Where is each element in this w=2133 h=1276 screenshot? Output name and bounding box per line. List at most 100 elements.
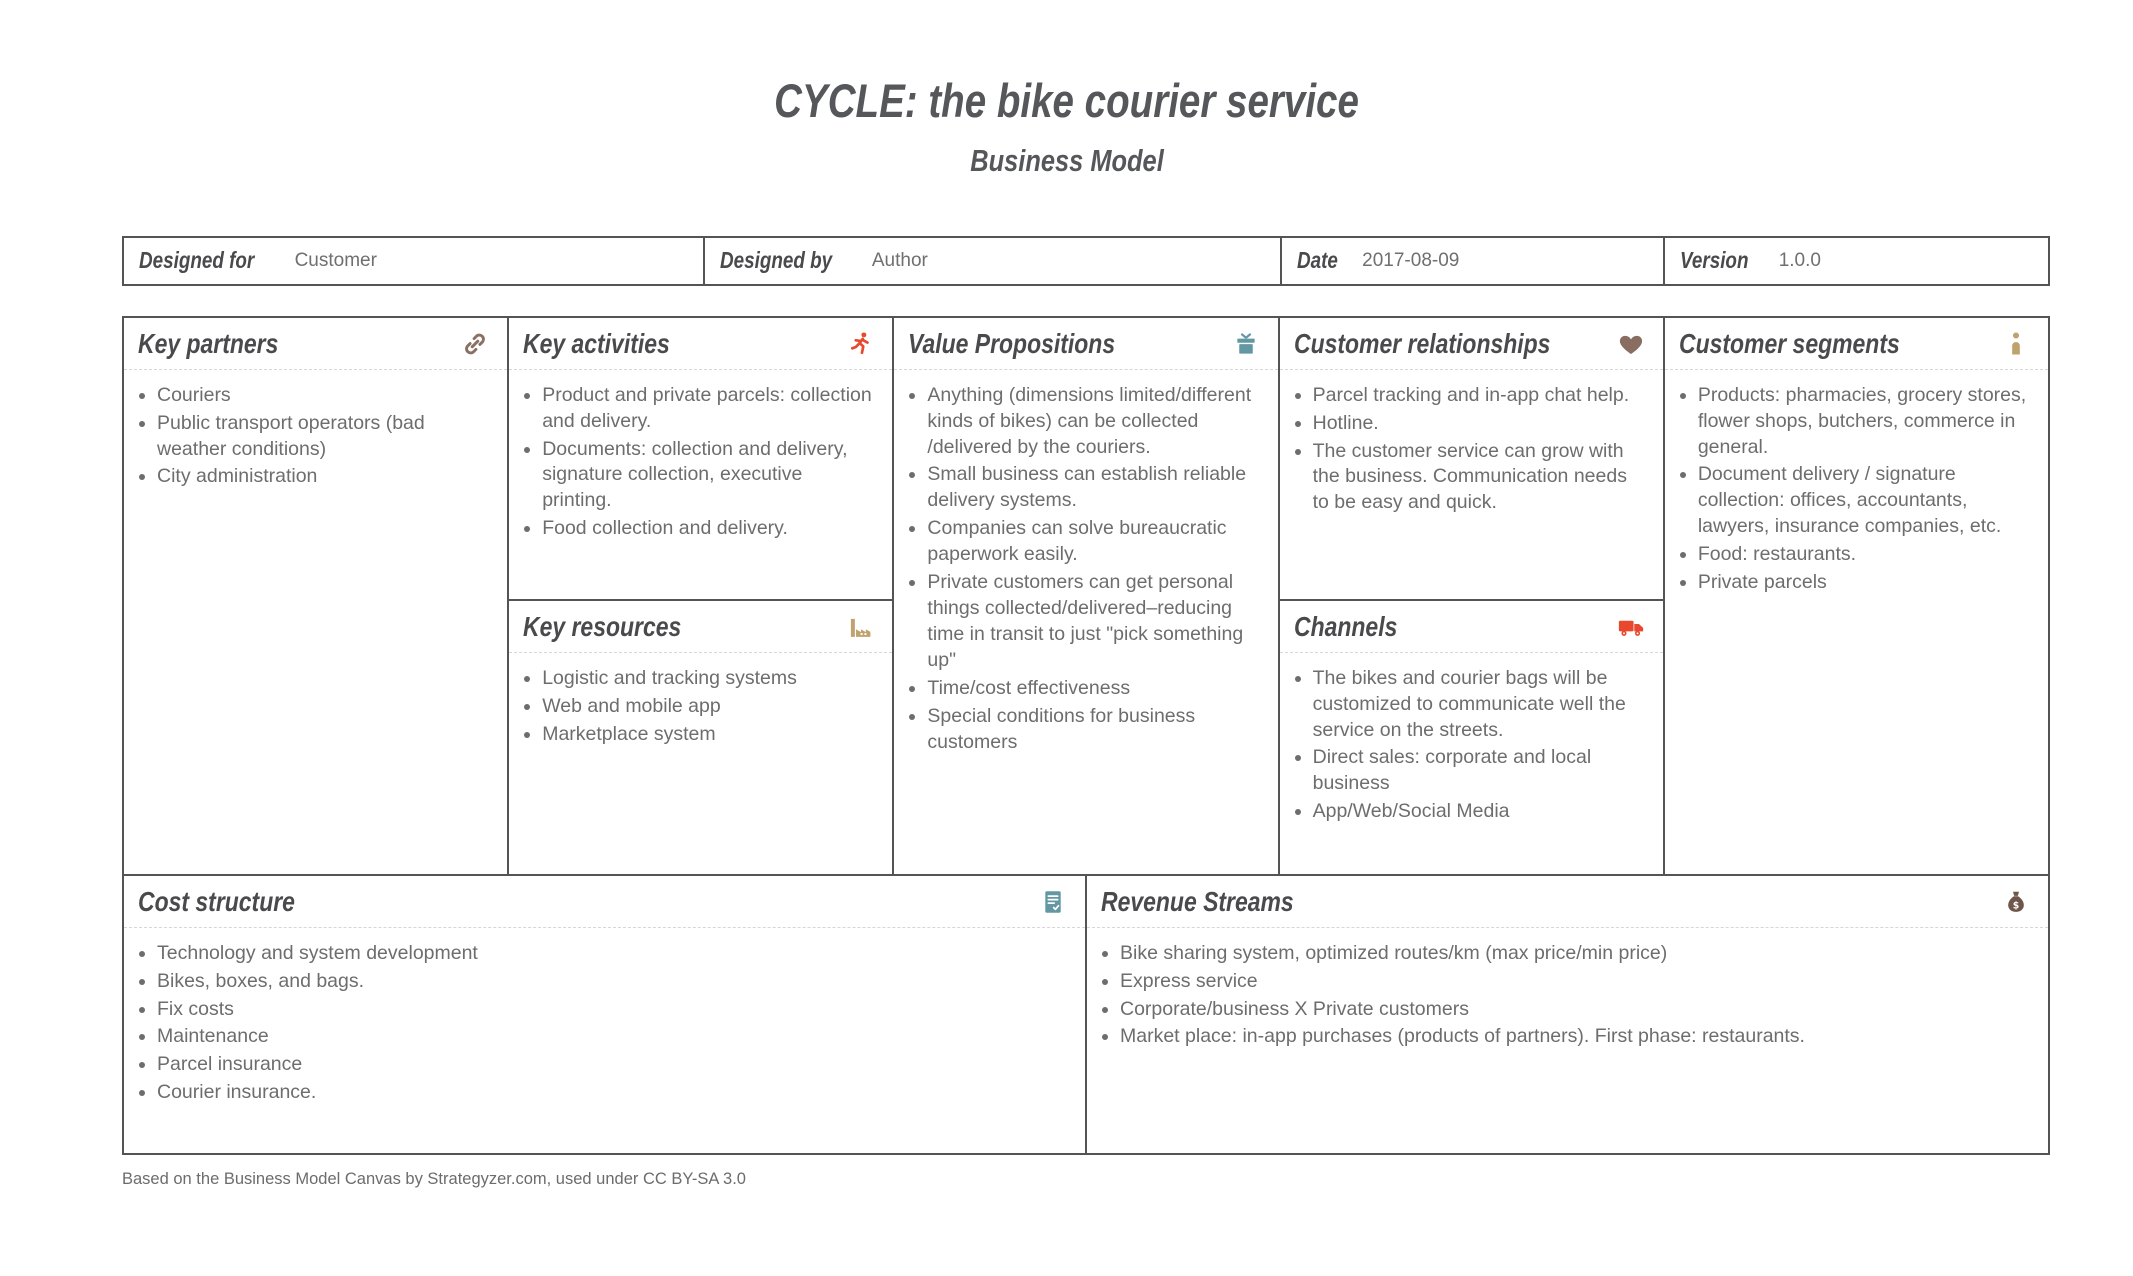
list-item: Parcel insurance	[157, 1052, 1069, 1078]
section-key-resources: Key resources Logistic and tracking syst…	[509, 601, 893, 874]
section-key-resources-header: Key resources	[509, 601, 893, 653]
section-customer-relationships-body: Parcel tracking and in-app chat help. Ho…	[1280, 370, 1663, 527]
list-item: Bikes, boxes, and bags.	[157, 969, 1069, 995]
section-title: Value Propositions	[908, 327, 1116, 359]
list-item: Marketplace system	[542, 722, 876, 748]
section-title: Key activities	[523, 327, 670, 359]
list-item: Couriers	[157, 383, 491, 409]
list-item: City administration	[157, 464, 491, 490]
list-item: Products: pharmacies, grocery stores, fl…	[1698, 383, 2032, 461]
page-subtitle: Business Model	[969, 143, 1164, 179]
section-title: Revenue Streams	[1101, 885, 1294, 917]
list-item: Maintenance	[157, 1024, 1069, 1050]
list-item: Private parcels	[1698, 570, 2032, 596]
list-item: Time/cost effectiveness	[927, 676, 1261, 702]
list-item: App/Web/Social Media	[1313, 799, 1647, 825]
list-item: Hotline.	[1313, 411, 1647, 437]
list-item: Market place: in-app purchases (products…	[1120, 1024, 2032, 1050]
section-title: Cost structure	[138, 885, 295, 917]
invoice-icon	[1039, 888, 1067, 916]
money-bag-icon: $	[2002, 888, 2030, 916]
business-model-canvas: Key partners Couriers Public transport o…	[122, 315, 2050, 1155]
list-item: Express service	[1120, 969, 2032, 995]
list-item: Food: restaurants.	[1698, 542, 2032, 568]
section-customer-relationships: Customer relationships Parcel tracking a…	[1279, 318, 1663, 601]
section-title: Key resources	[523, 610, 682, 642]
section-title: Customer relationships	[1293, 327, 1551, 359]
meta-date-value: 2017-08-09	[1362, 249, 1460, 271]
section-value-propositions-body: Anything (dimensions limited/different k…	[894, 370, 1277, 766]
column-relationships-channels: Customer relationships Parcel tracking a…	[1277, 317, 1663, 874]
section-key-activities-body: Product and private parcels: collection …	[509, 370, 892, 553]
meta-designed-by-label: Designed by	[720, 247, 833, 274]
svg-text:$: $	[2013, 901, 2020, 912]
list-item: Companies can solve bureaucratic paperwo…	[927, 516, 1261, 568]
section-revenue-streams-body: Bike sharing system, optimized routes/km…	[1087, 928, 2048, 1061]
section-key-activities: Key activities	[509, 318, 893, 601]
meta-date: Date 2017-08-09	[1280, 237, 1663, 284]
factory-icon	[846, 613, 874, 641]
section-title: Key partners	[138, 327, 279, 359]
list-item: Corporate/business X Private customers	[1120, 997, 2032, 1023]
list-item: Web and mobile app	[542, 694, 876, 720]
list-item: Documents: collection and delivery, sign…	[542, 437, 876, 515]
list-item: Food collection and delivery.	[542, 516, 876, 542]
section-key-resources-body: Logistic and tracking systems Web and mo…	[509, 653, 892, 758]
list-item: Public transport operators (bad weather …	[157, 411, 491, 463]
meta-version-label: Version	[1680, 247, 1749, 274]
attribution-text: Based on the Business Model Canvas by St…	[122, 1169, 746, 1188]
list-item: Small business can establish reliable de…	[927, 462, 1261, 514]
meta-version: Version 1.0.0	[1663, 237, 2048, 284]
column-key-activities-resources: Key activities	[507, 317, 893, 874]
meta-bar: Designed for Customer Designed by Author…	[122, 235, 2050, 286]
person-icon	[2002, 330, 2030, 358]
list-item: Bike sharing system, optimized routes/km…	[1120, 941, 2032, 967]
section-revenue-streams: Revenue Streams $ Bike sharing system, o…	[1085, 875, 2048, 1153]
section-key-partners-body: Couriers Public transport operators (bad…	[124, 370, 507, 501]
section-title: Customer segments	[1678, 327, 1900, 359]
section-revenue-streams-header: Revenue Streams $	[1087, 876, 2048, 928]
runner-icon	[846, 330, 874, 358]
meta-designed-by: Designed by Author	[703, 237, 1280, 284]
heart-icon	[1617, 330, 1645, 358]
list-item: The customer service can grow with the b…	[1313, 439, 1647, 517]
section-customer-segments-header: Customer segments	[1664, 318, 2049, 370]
section-value-propositions-header: Value Propositions	[894, 318, 1278, 370]
list-item: Special conditions for business customer…	[927, 704, 1261, 756]
section-key-activities-header: Key activities	[509, 318, 893, 370]
list-item: Logistic and tracking systems	[542, 666, 876, 692]
section-key-partners: Key partners Couriers Public transport o…	[124, 318, 508, 874]
meta-designed-for-label: Designed for	[139, 247, 255, 274]
link-icon	[461, 330, 489, 358]
list-item: Parcel tracking and in-app chat help.	[1313, 383, 1647, 409]
section-value-propositions: Value Propositions Anything (dimensions …	[892, 317, 1278, 874]
section-cost-structure: Cost structure Technology and system dev…	[124, 876, 1085, 1153]
list-item: Document delivery / signature collection…	[1698, 462, 2032, 540]
section-customer-relationships-header: Customer relationships	[1279, 318, 1663, 370]
list-item: Product and private parcels: collection …	[542, 383, 876, 435]
meta-version-value: 1.0.0	[1778, 249, 1821, 271]
section-channels-header: Channels	[1279, 601, 1663, 653]
truck-icon	[1617, 613, 1645, 641]
section-customer-segments-body: Products: pharmacies, grocery stores, fl…	[1665, 370, 2048, 606]
list-item: Anything (dimensions limited/different k…	[927, 383, 1261, 461]
meta-designed-by-value: Author	[871, 249, 928, 271]
meta-designed-for-value: Customer	[294, 249, 377, 271]
list-item: Courier insurance.	[157, 1080, 1069, 1106]
list-item: Technology and system development	[157, 941, 1069, 967]
list-item: Private customers can get personal thing…	[927, 570, 1261, 674]
section-cost-structure-body: Technology and system development Bikes,…	[124, 928, 1085, 1117]
page-title: CYCLE: the bike courier service	[774, 74, 1359, 127]
list-item: The bikes and courier bags will be custo…	[1313, 666, 1647, 744]
meta-designed-for: Designed for Customer	[124, 238, 703, 284]
section-customer-segments: Customer segments Products: pharmacies, …	[1662, 317, 2049, 874]
section-title: Channels	[1293, 610, 1397, 642]
list-item: Direct sales: corporate and local busine…	[1313, 745, 1647, 797]
section-cost-structure-header: Cost structure	[124, 876, 1085, 928]
section-key-partners-header: Key partners	[124, 318, 508, 370]
section-channels: Channels	[1279, 601, 1663, 874]
meta-date-label: Date	[1297, 247, 1339, 274]
gift-icon	[1232, 330, 1260, 358]
list-item: Fix costs	[157, 997, 1069, 1023]
section-channels-body: The bikes and courier bags will be custo…	[1280, 653, 1663, 836]
